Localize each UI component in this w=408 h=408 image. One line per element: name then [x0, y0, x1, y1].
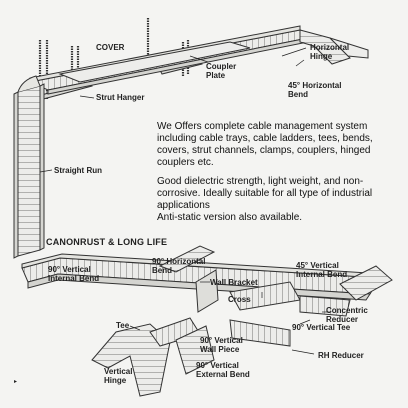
label-90-vertical-tee: 90° Vertical Tee: [292, 323, 351, 332]
label-wall-bracket: Wall Bracket: [210, 278, 258, 287]
description-paragraph-2: Good dielectric strength, light weight, …: [157, 176, 373, 223]
label-cover: COVER: [96, 43, 125, 52]
label-90-vertical-wall-piece: 90° Vertical Wall Piece: [200, 336, 243, 354]
label-coupler-plate: Coupler Plate: [206, 62, 237, 80]
label-90-horizontal-bend: 90° Horizontal Bend: [152, 257, 206, 275]
leader-lines: [39, 47, 330, 355]
label-tee: Tee: [116, 321, 130, 330]
tagline-heading: CANONRUST & LONG LIFE: [46, 237, 168, 247]
vertical-straight-run: [13, 75, 45, 259]
label-90-vertical-internal-bend: 90° Vertical Internal Bend: [48, 265, 100, 283]
label-concentric-reducer: Concentric Reducer: [326, 306, 368, 324]
corner-marker-icon: ▸: [14, 379, 18, 385]
label-vertical-hinge: Vertical Hinge: [104, 367, 133, 385]
label-straight-run: Straight Run: [54, 166, 102, 175]
label-45-horizontal-bend: 45° Horizontal Bend: [288, 81, 342, 99]
label-90-vertical-external-bend: 90° Vertical External Bend: [196, 361, 250, 379]
label-rh-reducer: RH Reducer: [318, 351, 364, 360]
label-cross: Cross: [228, 295, 251, 304]
lower-fittings: [91, 317, 291, 397]
upper-tray-run: [28, 25, 369, 95]
description-paragraph-1: We Offers complete cable management syst…: [157, 121, 373, 168]
lower-tray-run: [21, 245, 393, 317]
label-strut-hanger: Strut Hanger: [96, 93, 145, 102]
label-horizontal-hinge: Horizontal Hinge: [310, 43, 350, 61]
label-45-vertical-internal-bend: 45° Vertical Internal Bend: [296, 261, 348, 279]
